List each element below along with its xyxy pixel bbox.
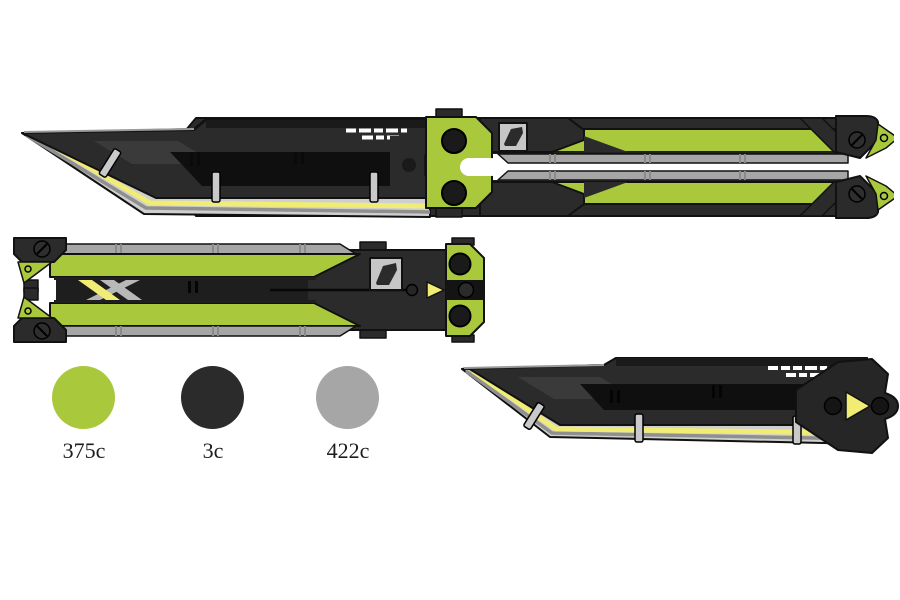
blade-detail bbox=[461, 357, 868, 445]
logo-emblem-icon bbox=[369, 257, 403, 291]
pivot-pin bbox=[448, 252, 472, 276]
tally-marks bbox=[768, 366, 827, 377]
kicker-triangle-icon bbox=[845, 391, 871, 421]
blade-open bbox=[21, 118, 431, 218]
latch-end-cap bbox=[13, 237, 67, 293]
spacer-pins bbox=[98, 148, 379, 203]
handles-closed bbox=[49, 243, 361, 337]
pivot-pin bbox=[441, 180, 467, 206]
latch-end-cap bbox=[835, 115, 894, 159]
pivot-pin bbox=[441, 128, 467, 154]
arrow-right-icon bbox=[426, 281, 445, 299]
pivot-hole bbox=[870, 396, 890, 416]
screw-icon bbox=[33, 240, 51, 258]
rail-ticks-closed-bottom bbox=[115, 326, 306, 336]
butterfly-knife-closed-view bbox=[13, 237, 485, 343]
swatch-label-green: 375c bbox=[62, 438, 106, 463]
pivot-pin bbox=[448, 304, 472, 328]
rail-ticks-closed-top bbox=[115, 244, 306, 254]
logo-emblem-icon bbox=[498, 122, 528, 152]
blade-notch-marks bbox=[610, 385, 722, 403]
screw-icon bbox=[848, 131, 866, 149]
blade-notch-marks bbox=[190, 152, 304, 166]
rail-ticks-top bbox=[549, 154, 746, 163]
folded-blade bbox=[56, 280, 308, 300]
swatch-gray bbox=[316, 366, 379, 429]
swatch-green bbox=[52, 366, 115, 429]
blade-tang bbox=[795, 358, 899, 454]
blade-detail-view bbox=[461, 357, 899, 454]
swatch-label-gray: 422c bbox=[326, 438, 370, 463]
pivot-hole bbox=[823, 396, 843, 416]
swatch-label-black: 3c bbox=[202, 438, 224, 463]
pivot-block-closed bbox=[445, 237, 485, 343]
rail-ticks-bottom bbox=[549, 171, 746, 180]
swatch-black bbox=[181, 366, 244, 429]
butterfly-knife-open-view bbox=[21, 108, 894, 219]
pivot-block-open bbox=[425, 108, 500, 218]
